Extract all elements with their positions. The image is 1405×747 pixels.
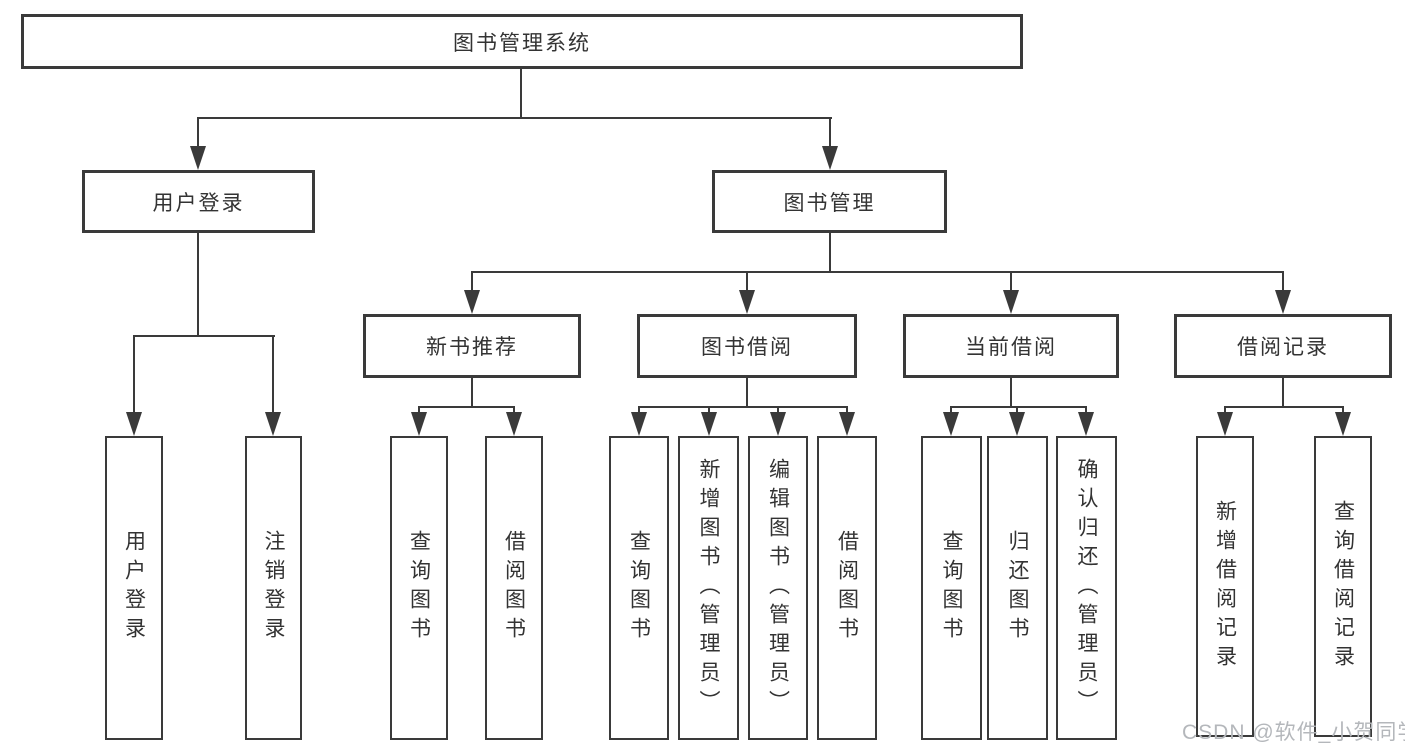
node-new-books: 新书推荐 bbox=[363, 314, 581, 378]
arrow-down-icon bbox=[943, 412, 959, 436]
connector-book-mgmt-branch bbox=[471, 271, 1284, 273]
leaf-label: 编辑图书（管理员） bbox=[766, 457, 790, 719]
arrow-down-icon bbox=[1003, 290, 1019, 314]
leaf-label: 新增图书（管理员） bbox=[697, 457, 720, 719]
connector-stub bbox=[1085, 406, 1087, 416]
connector-book-mgmt-stem bbox=[829, 233, 831, 273]
connector-stub bbox=[777, 406, 779, 416]
node-borrow-records: 借阅记录 bbox=[1174, 314, 1392, 378]
connector-current-borrow-stem bbox=[1010, 378, 1012, 408]
connector-stub bbox=[638, 406, 640, 416]
arrow-down-icon bbox=[770, 412, 786, 436]
connector-root-branch bbox=[197, 117, 832, 119]
arrow-down-icon bbox=[822, 146, 838, 170]
arrow-down-icon bbox=[190, 146, 206, 170]
leaf-label: 借阅图书 bbox=[835, 530, 859, 646]
arrow-down-icon bbox=[739, 290, 755, 314]
connector-stub bbox=[133, 335, 135, 416]
node-book-mgmt: 图书管理 bbox=[712, 170, 947, 233]
leaf-label: 查询图书 bbox=[627, 530, 651, 646]
arrow-down-icon bbox=[631, 412, 647, 436]
connector-stub bbox=[1016, 406, 1018, 416]
node-leaf-query-books-3: 查询图书 bbox=[921, 436, 982, 740]
node-user-login-label: 用户登录 bbox=[152, 191, 245, 215]
connector-borrow-records-branch bbox=[1224, 406, 1344, 408]
connector-borrow-records-stem bbox=[1282, 378, 1284, 408]
connector-stub bbox=[746, 271, 748, 294]
leaf-label: 用户登录 bbox=[122, 530, 146, 646]
node-root: 图书管理系统 bbox=[21, 14, 1023, 69]
node-leaf-logout: 注销登录 bbox=[245, 436, 302, 740]
node-leaf-query-books-1: 查询图书 bbox=[390, 436, 448, 740]
node-new-books-label: 新书推荐 bbox=[426, 336, 518, 359]
node-leaf-add-books-admin: 新增图书（管理员） bbox=[678, 436, 739, 740]
connector-stub bbox=[846, 406, 848, 416]
connector-stub bbox=[950, 406, 952, 416]
node-leaf-query-books-2: 查询图书 bbox=[609, 436, 669, 740]
connector-current-borrow-branch bbox=[950, 406, 1087, 408]
connector-stub bbox=[1282, 271, 1284, 294]
node-leaf-query-borrow-record: 查询借阅记录 bbox=[1314, 436, 1372, 737]
connector-stub bbox=[272, 335, 274, 416]
node-current-borrow: 当前借阅 bbox=[903, 314, 1119, 378]
leaf-label: 借阅图书 bbox=[502, 530, 526, 646]
connector-stub bbox=[418, 406, 420, 416]
node-leaf-return-books: 归还图书 bbox=[987, 436, 1048, 740]
node-leaf-borrow-books-2: 借阅图书 bbox=[817, 436, 877, 740]
leaf-label: 注销登录 bbox=[262, 530, 285, 646]
arrow-down-icon bbox=[839, 412, 855, 436]
leaf-label: 查询图书 bbox=[407, 530, 431, 646]
connector-new-books-stem bbox=[471, 378, 473, 408]
arrow-down-icon bbox=[265, 412, 281, 436]
connector-new-books-branch bbox=[418, 406, 515, 408]
arrow-down-icon bbox=[1275, 290, 1291, 314]
leaf-label: 查询借阅记录 bbox=[1331, 499, 1355, 674]
connector-stub bbox=[1224, 406, 1226, 416]
connector-stub bbox=[1342, 406, 1344, 416]
node-current-borrow-label: 当前借阅 bbox=[965, 336, 1057, 359]
arrow-down-icon bbox=[1009, 412, 1025, 436]
connector-user-login-branch bbox=[133, 335, 275, 337]
node-leaf-user-login: 用户登录 bbox=[105, 436, 163, 740]
node-leaf-edit-books-admin: 编辑图书（管理员） bbox=[748, 436, 808, 740]
leaf-label: 归还图书 bbox=[1006, 530, 1029, 646]
connector-stub bbox=[513, 406, 515, 416]
node-root-label: 图书管理系统 bbox=[453, 31, 591, 55]
node-leaf-add-borrow-record: 新增借阅记录 bbox=[1196, 436, 1254, 737]
arrow-down-icon bbox=[506, 412, 522, 436]
arrow-down-icon bbox=[1335, 412, 1351, 436]
arrow-down-icon bbox=[411, 412, 427, 436]
node-leaf-confirm-return-admin: 确认归还（管理员） bbox=[1056, 436, 1117, 740]
connector-book-borrow-branch bbox=[638, 406, 847, 408]
arrow-down-icon bbox=[1217, 412, 1233, 436]
arrow-down-icon bbox=[126, 412, 142, 436]
leaf-label: 确认归还（管理员） bbox=[1075, 457, 1098, 719]
node-user-login: 用户登录 bbox=[82, 170, 315, 233]
connector-root-stem bbox=[520, 69, 522, 119]
node-book-borrow: 图书借阅 bbox=[637, 314, 857, 378]
node-book-mgmt-label: 图书管理 bbox=[783, 191, 876, 215]
connector-stub bbox=[197, 117, 199, 150]
leaf-label: 新增借阅记录 bbox=[1213, 499, 1237, 674]
arrow-down-icon bbox=[464, 290, 480, 314]
connector-stub bbox=[829, 117, 831, 150]
node-borrow-records-label: 借阅记录 bbox=[1237, 336, 1329, 359]
connector-stub bbox=[708, 406, 710, 416]
node-book-borrow-label: 图书借阅 bbox=[701, 336, 793, 359]
leaf-label: 查询图书 bbox=[940, 530, 963, 646]
connector-book-borrow-stem bbox=[746, 378, 748, 408]
arrow-down-icon bbox=[1078, 412, 1094, 436]
connector-stub bbox=[471, 271, 473, 294]
connector-user-login-stem bbox=[197, 233, 199, 337]
arrow-down-icon bbox=[701, 412, 717, 436]
connector-stub bbox=[1010, 271, 1012, 294]
node-leaf-borrow-books-1: 借阅图书 bbox=[485, 436, 543, 740]
csdn-watermark: CSDN @软件_小贺同学 bbox=[1182, 721, 1405, 744]
